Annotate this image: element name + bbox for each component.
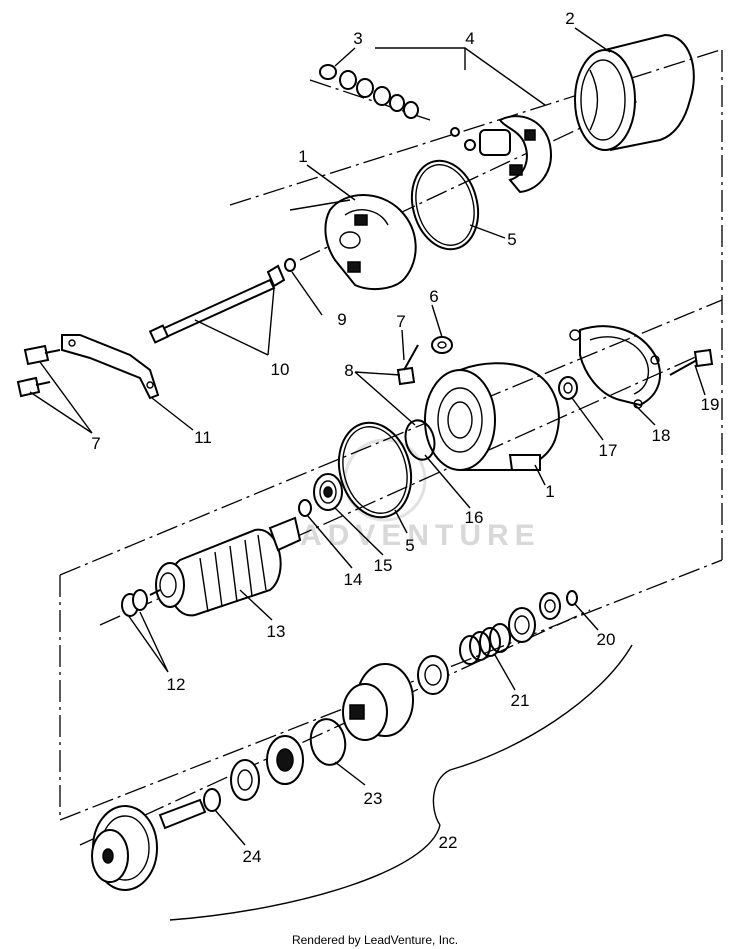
callout-8: 8 — [344, 361, 353, 380]
callout-11: 11 — [194, 428, 212, 447]
yoke-housing — [574, 33, 695, 151]
callout-4: 4 — [465, 29, 474, 48]
callout-24: 24 — [243, 847, 262, 866]
small-washer — [284, 258, 296, 272]
callout-12: 12 — [167, 675, 186, 694]
callout-3: 3 — [353, 29, 362, 48]
callout-21: 21 — [511, 691, 530, 710]
callout-20: 20 — [597, 630, 616, 649]
callout-15: 15 — [374, 556, 393, 575]
callout-1-upper: 1 — [298, 147, 307, 166]
callout-13: 13 — [267, 622, 286, 641]
callout-14: 14 — [344, 570, 363, 589]
mounting-bracket — [61, 334, 160, 400]
render-credit: Rendered by LeadVenture, Inc. — [291, 933, 459, 947]
leader-lines — [29, 27, 706, 921]
callout-17: 17 — [599, 441, 618, 460]
callout-labels: 3 4 2 1 5 9 6 7 10 8 19 7 11 17 18 1 16 … — [91, 9, 719, 866]
washer-17 — [558, 376, 578, 400]
callout-7-lower: 7 — [91, 434, 100, 453]
circlip-20 — [566, 590, 578, 606]
watermark-text: ADVENTURE — [300, 519, 541, 552]
armature — [149, 516, 302, 617]
callout-5-upper: 5 — [507, 230, 516, 249]
callout-16: 16 — [465, 508, 484, 527]
clutch-assembly — [417, 592, 561, 695]
callout-9: 9 — [337, 310, 346, 329]
retainer-parts — [230, 735, 304, 801]
thrust-washers — [121, 589, 148, 617]
callout-7-upper: 7 — [396, 312, 405, 331]
nut-washer-set — [319, 64, 419, 119]
callout-1-lower: 1 — [545, 482, 554, 501]
callout-23: 23 — [364, 789, 383, 808]
callout-5-lower: 5 — [405, 536, 414, 555]
o-ring-upper — [410, 159, 480, 251]
o-ring-small — [404, 419, 436, 461]
o-ring-23 — [309, 718, 347, 766]
watermark: ADVENTURE — [300, 438, 541, 552]
drive-gear-shaft — [91, 798, 207, 891]
rear-end-cover — [324, 194, 417, 291]
callout-18: 18 — [652, 426, 671, 445]
circlip-24 — [203, 788, 221, 812]
flange-gasket — [569, 325, 661, 409]
flange-bolts — [16, 344, 419, 398]
circlip-14 — [298, 499, 312, 517]
washer-6 — [431, 336, 453, 354]
screw-19 — [669, 348, 714, 376]
through-bolt — [148, 264, 286, 344]
callout-6: 6 — [429, 287, 438, 306]
o-ring-lower — [337, 421, 413, 519]
ball-bearing — [313, 473, 343, 511]
callout-10: 10 — [271, 360, 290, 379]
front-end-housing — [424, 362, 560, 471]
callout-22: 22 — [439, 833, 458, 852]
callout-19: 19 — [701, 395, 720, 414]
callout-2: 2 — [565, 9, 574, 28]
pinion-gear — [342, 663, 414, 741]
brush-holder-assembly — [450, 115, 552, 194]
